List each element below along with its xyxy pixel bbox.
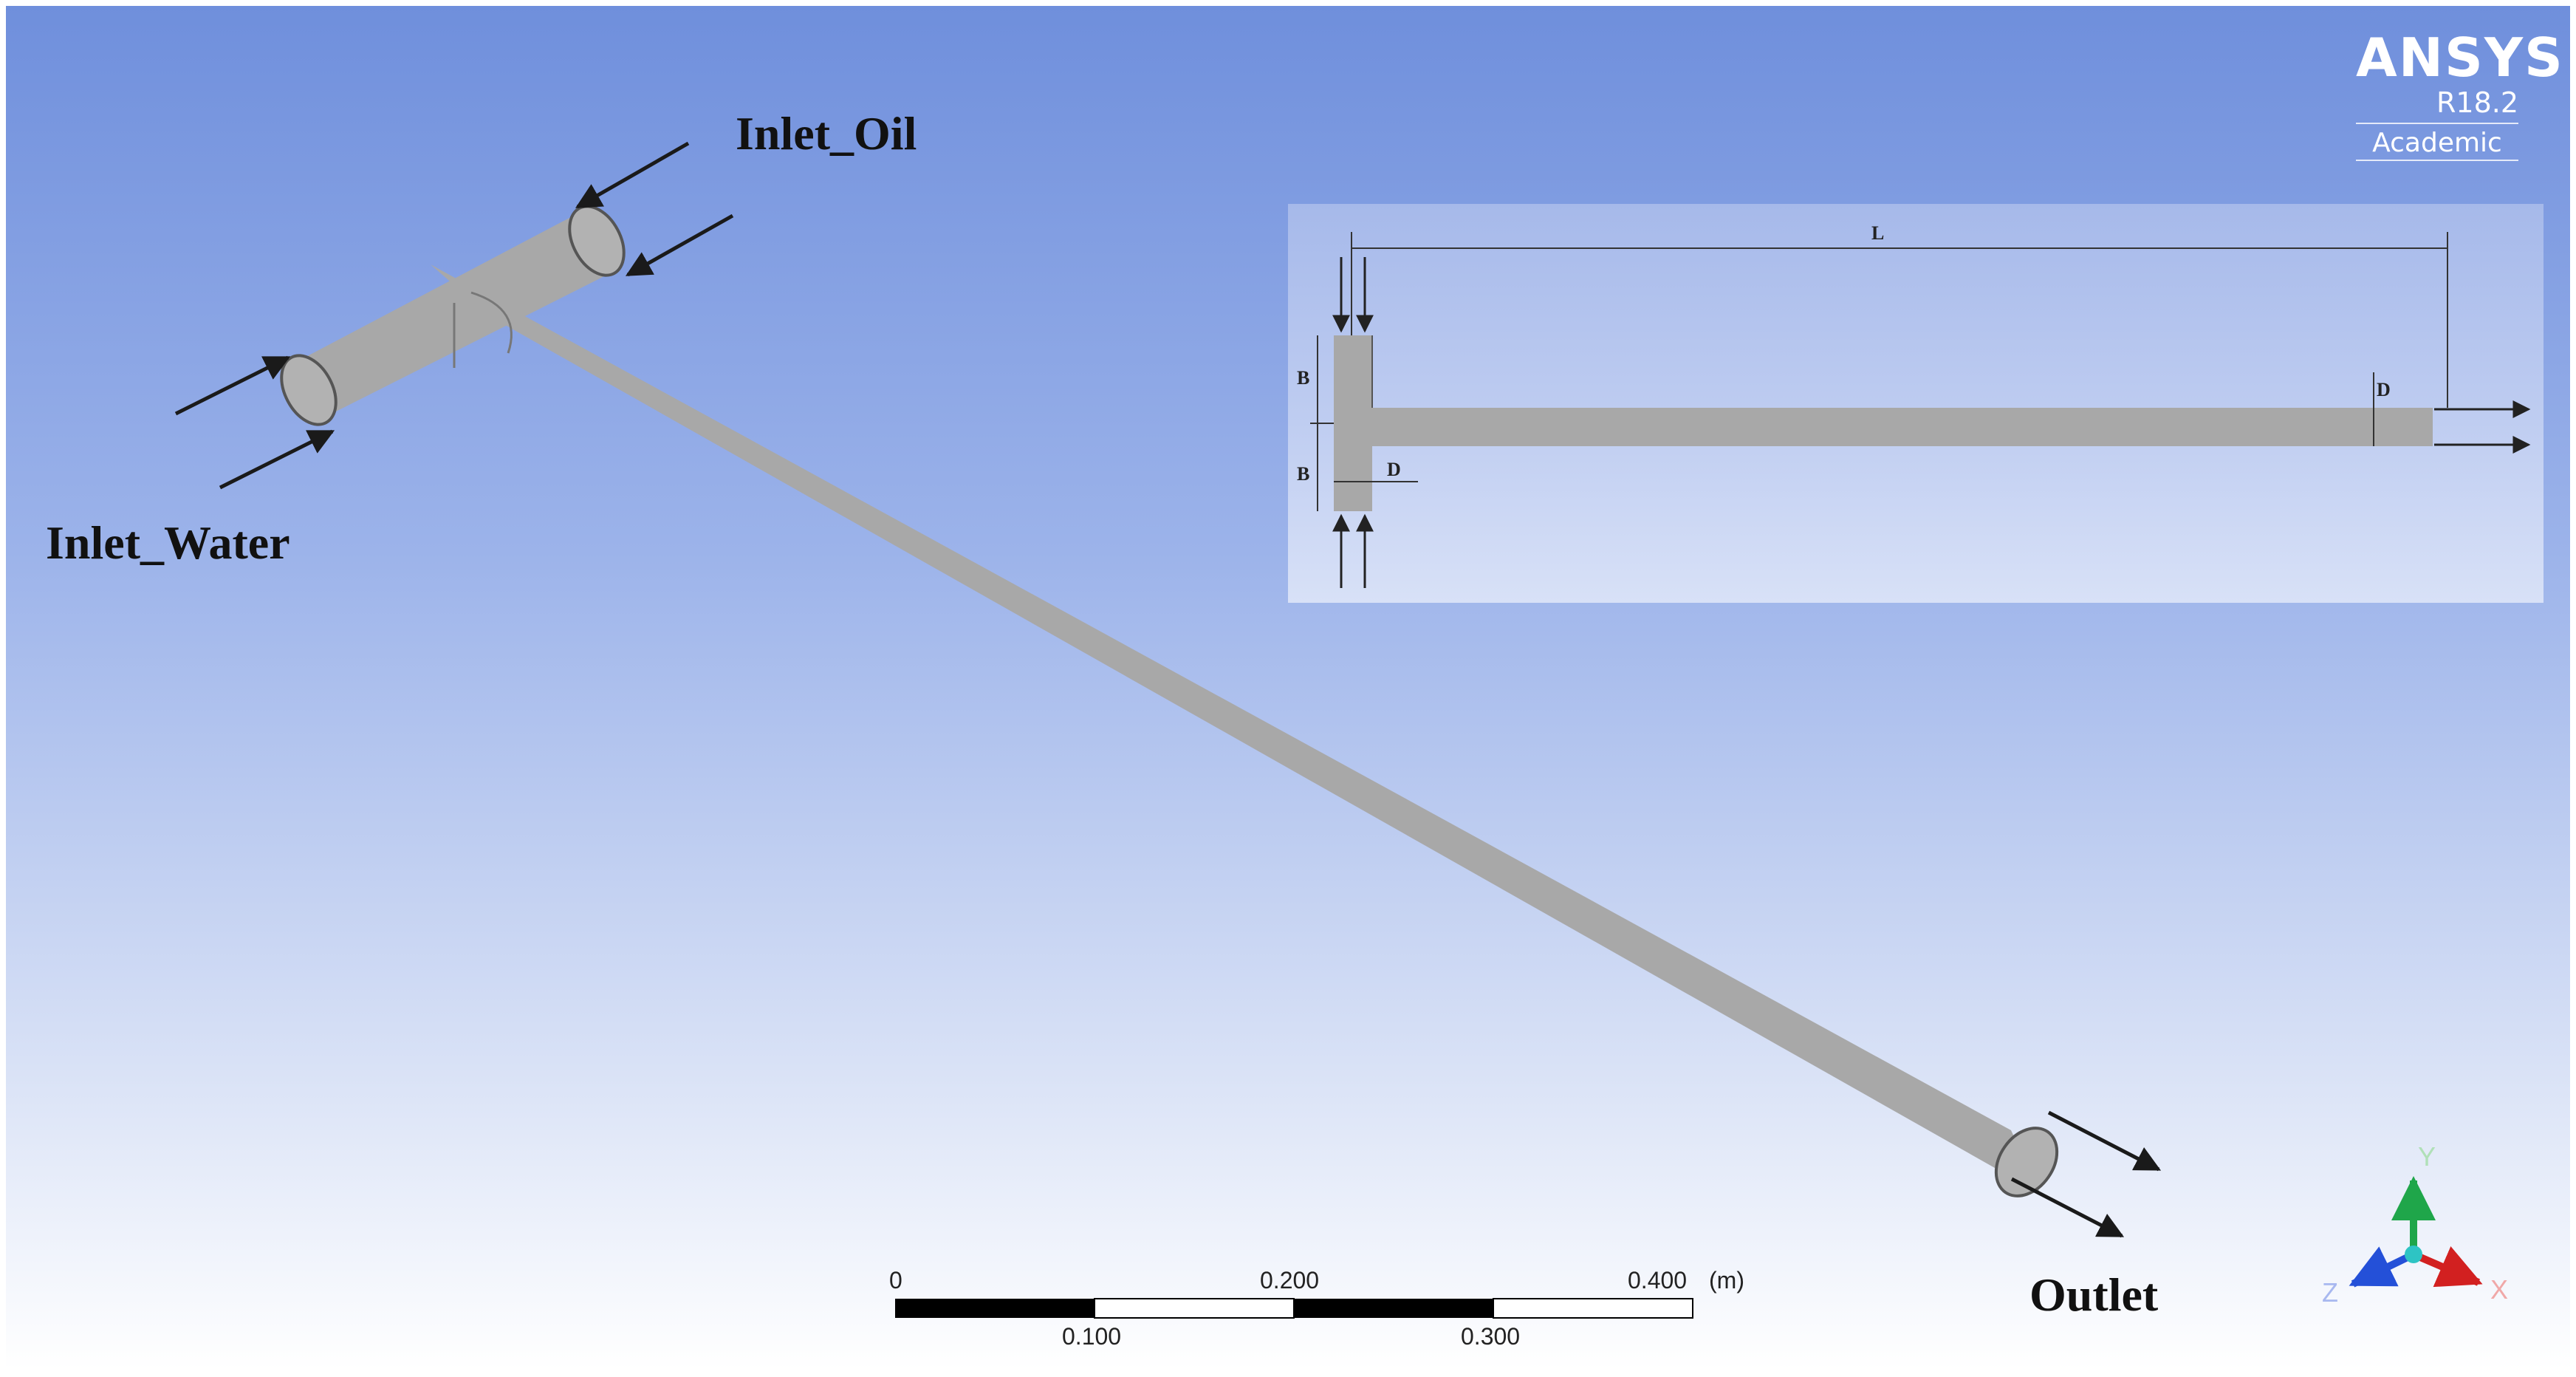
y-axis-label: Y xyxy=(2418,1141,2436,1172)
ansys-logo: ANSYS R18.2 Academic xyxy=(2356,27,2564,161)
scale-tick-0100: 0.100 xyxy=(1062,1323,1121,1350)
outlet-face xyxy=(1994,1127,2059,1197)
scale-bar: 0 0.200 0.400 (m) 0.100 0.300 xyxy=(889,1267,1744,1350)
brand-name: ANSYS xyxy=(2356,27,2564,89)
branch-dimension-bottom: B xyxy=(1297,463,1309,485)
branch-dimension-top: B xyxy=(1297,367,1309,389)
water-inlet-face xyxy=(280,354,338,426)
scale-seg-3 xyxy=(1294,1299,1493,1318)
x-axis-label: X xyxy=(2490,1274,2508,1305)
scale-unit: (m) xyxy=(1709,1267,1744,1294)
brand-edition: Academic xyxy=(2356,127,2518,161)
z-axis-arrow xyxy=(2349,1246,2416,1288)
outlet-arrow xyxy=(2010,1177,2125,1238)
outlet-pipe xyxy=(431,264,2041,1194)
pipe-geometry xyxy=(174,141,2162,1238)
x-axis-arrow xyxy=(2412,1246,2483,1288)
graphics-viewport[interactable]: Inlet_Oil Inlet_Water Outlet ANSYS R18.2… xyxy=(6,6,2570,1370)
junction-curve xyxy=(470,291,513,354)
outlet-diameter-label: D xyxy=(2377,379,2391,400)
scale-seg-1 xyxy=(895,1299,1095,1318)
water-inlet-arrow xyxy=(174,355,291,416)
scale-seg-4 xyxy=(1493,1298,1693,1319)
schematic-main-pipe xyxy=(1372,408,2433,446)
brand-divider xyxy=(2356,123,2518,124)
schematic-branch xyxy=(1334,335,1372,511)
oil-inlet-arrow xyxy=(625,213,734,277)
scale-seg-2 xyxy=(1094,1298,1295,1319)
scale-tick-0200: 0.200 xyxy=(1260,1267,1319,1294)
length-dimension-label: L xyxy=(1871,222,1884,244)
geometry-schematic-inset: L B B D D xyxy=(1288,204,2544,603)
z-axis-label: Z xyxy=(2322,1277,2338,1308)
oil-inlet-arrow xyxy=(575,141,690,209)
outlet-label: Outlet xyxy=(2029,1268,2159,1321)
schematic-drawing: L B B D D xyxy=(1297,222,2531,588)
brand-release: R18.2 xyxy=(2436,86,2518,119)
oil-inlet-face xyxy=(568,205,626,277)
inlet-water-label: Inlet_Water xyxy=(46,516,290,569)
scale-tick-0300: 0.300 xyxy=(1461,1323,1520,1350)
axis-triad[interactable]: Y X Z xyxy=(2310,1121,2532,1313)
inlet-diameter-label: D xyxy=(1387,459,1401,480)
water-inlet-arrow xyxy=(219,429,335,490)
triad-origin xyxy=(2405,1246,2422,1263)
inlet-oil-label: Inlet_Oil xyxy=(736,107,917,160)
scale-tick-0: 0 xyxy=(889,1267,902,1294)
outlet-arrow xyxy=(2047,1110,2162,1172)
scale-tick-0400: 0.400 xyxy=(1628,1267,1687,1294)
